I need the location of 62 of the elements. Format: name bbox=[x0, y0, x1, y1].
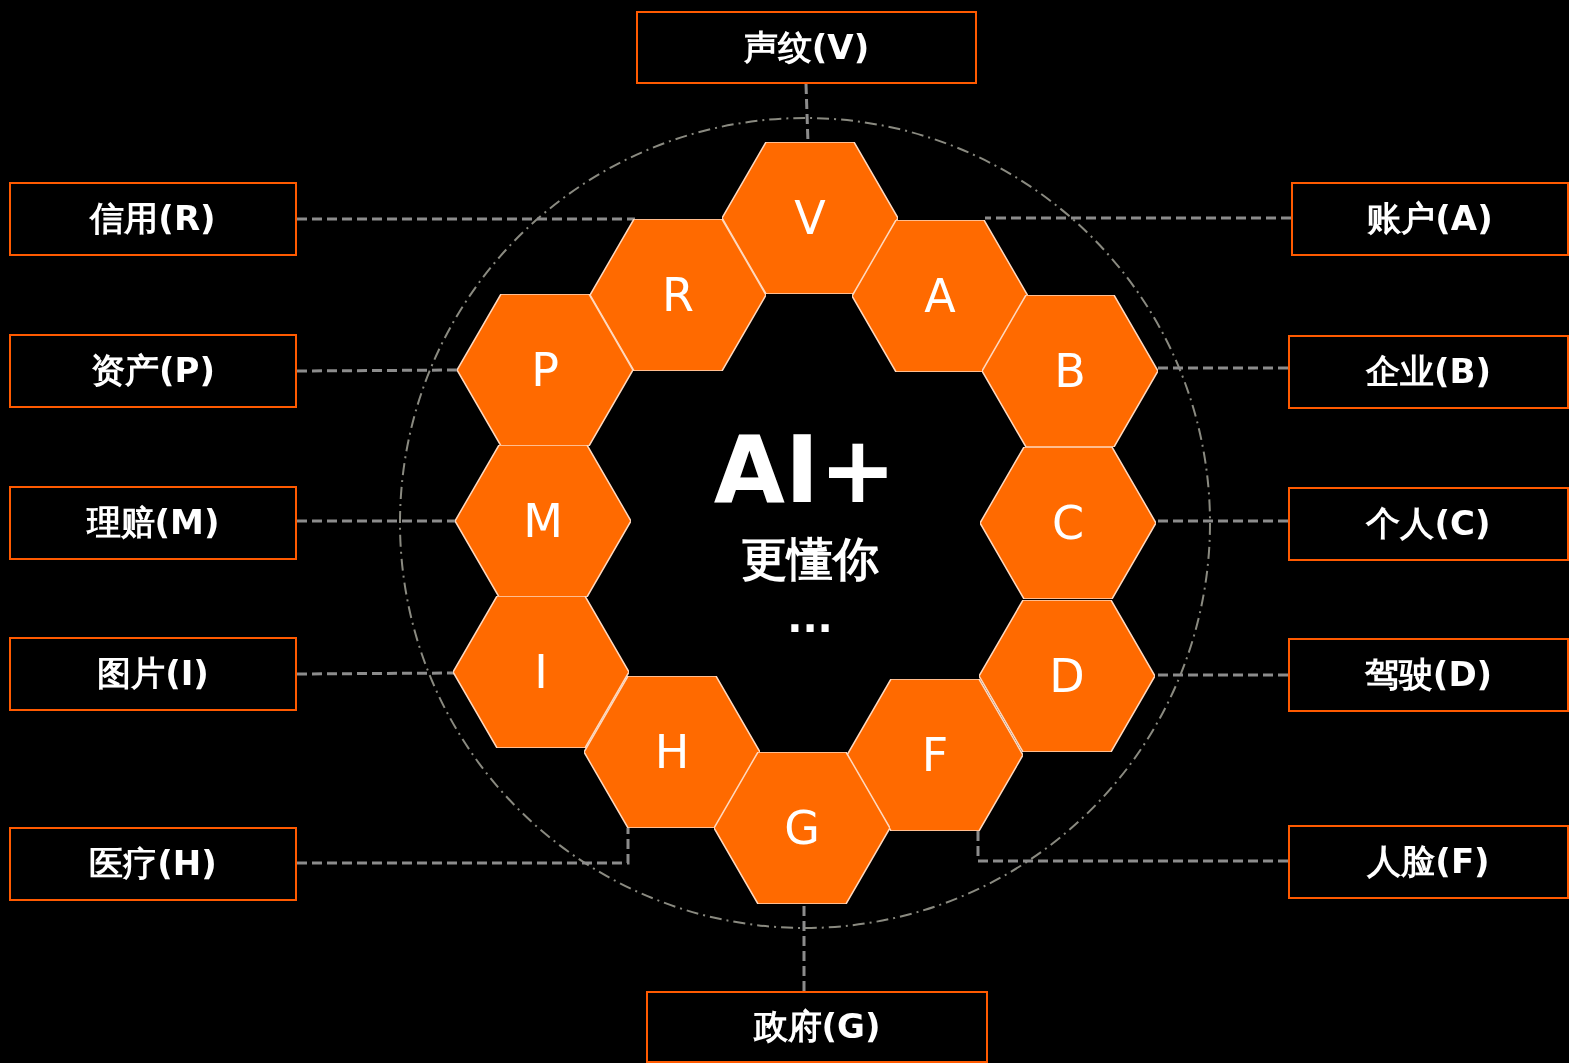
hexagon-letter: M bbox=[523, 494, 563, 548]
connector-line bbox=[802, 904, 806, 991]
connector-line bbox=[297, 671, 454, 676]
hexagon-letter: C bbox=[1051, 496, 1085, 550]
hexagon bbox=[714, 752, 890, 904]
connector-line bbox=[297, 828, 630, 865]
label-box bbox=[9, 827, 297, 901]
label-box bbox=[636, 11, 977, 84]
hexagon bbox=[584, 676, 760, 828]
label-box bbox=[1291, 182, 1569, 256]
box-label: 政府(G) bbox=[753, 1005, 881, 1048]
hexagon-letter: V bbox=[794, 191, 826, 245]
hexagon-letter: A bbox=[924, 269, 956, 323]
hexagon-letter: D bbox=[1049, 649, 1085, 703]
hexagon-letter: P bbox=[531, 343, 559, 397]
label-box bbox=[1288, 335, 1569, 409]
hexagon-letter: I bbox=[534, 645, 548, 699]
connector-line bbox=[297, 368, 458, 373]
hexagon bbox=[980, 447, 1156, 599]
hexagon-letter: H bbox=[654, 725, 690, 779]
box-label: 驾驶(D) bbox=[1364, 653, 1493, 696]
connector-line bbox=[976, 831, 1288, 863]
hexagon bbox=[455, 445, 631, 597]
connector-line bbox=[297, 519, 456, 523]
label-box bbox=[9, 637, 297, 711]
hexagon-letter: B bbox=[1054, 344, 1086, 398]
box-label: 资产(P) bbox=[91, 349, 215, 392]
hexagon bbox=[722, 142, 898, 294]
label-box bbox=[646, 991, 988, 1063]
box-label: 声纹(V) bbox=[743, 25, 870, 69]
center-subtitle: 更懂你 bbox=[741, 531, 879, 588]
label-box bbox=[1288, 825, 1569, 899]
box-label: 理赔(M) bbox=[86, 501, 220, 544]
box-label: 图片(I) bbox=[97, 652, 209, 695]
connector-line bbox=[297, 217, 635, 221]
hexagon bbox=[847, 679, 1023, 831]
box-label: 人脸(F) bbox=[1367, 840, 1490, 883]
connector-line bbox=[1157, 366, 1288, 370]
label-box bbox=[1288, 638, 1569, 712]
label-box bbox=[9, 486, 297, 560]
ellipsis: ··· bbox=[787, 605, 833, 651]
connector-line bbox=[1156, 519, 1288, 523]
box-label: 账户(A) bbox=[1367, 197, 1493, 240]
label-box bbox=[1288, 487, 1569, 561]
label-box bbox=[9, 182, 297, 256]
hexagon-letter: R bbox=[662, 268, 694, 322]
hexagon-letter: G bbox=[784, 801, 820, 855]
hexagon bbox=[852, 220, 1028, 372]
hexagon bbox=[979, 600, 1155, 752]
connector-line bbox=[1155, 673, 1288, 677]
center-title: AI+ bbox=[713, 416, 897, 524]
hexagon bbox=[590, 219, 766, 371]
connector-line bbox=[985, 216, 1291, 220]
hexagon bbox=[982, 295, 1158, 447]
hexagon-letter: F bbox=[921, 728, 949, 782]
box-label: 信用(R) bbox=[90, 197, 216, 240]
box-label: 个人(C) bbox=[1366, 502, 1491, 545]
hexagon bbox=[453, 596, 629, 748]
hexagon bbox=[457, 294, 633, 446]
box-label: 医疗(H) bbox=[89, 842, 217, 885]
label-box bbox=[9, 334, 297, 408]
box-label: 企业(B) bbox=[1366, 350, 1491, 393]
